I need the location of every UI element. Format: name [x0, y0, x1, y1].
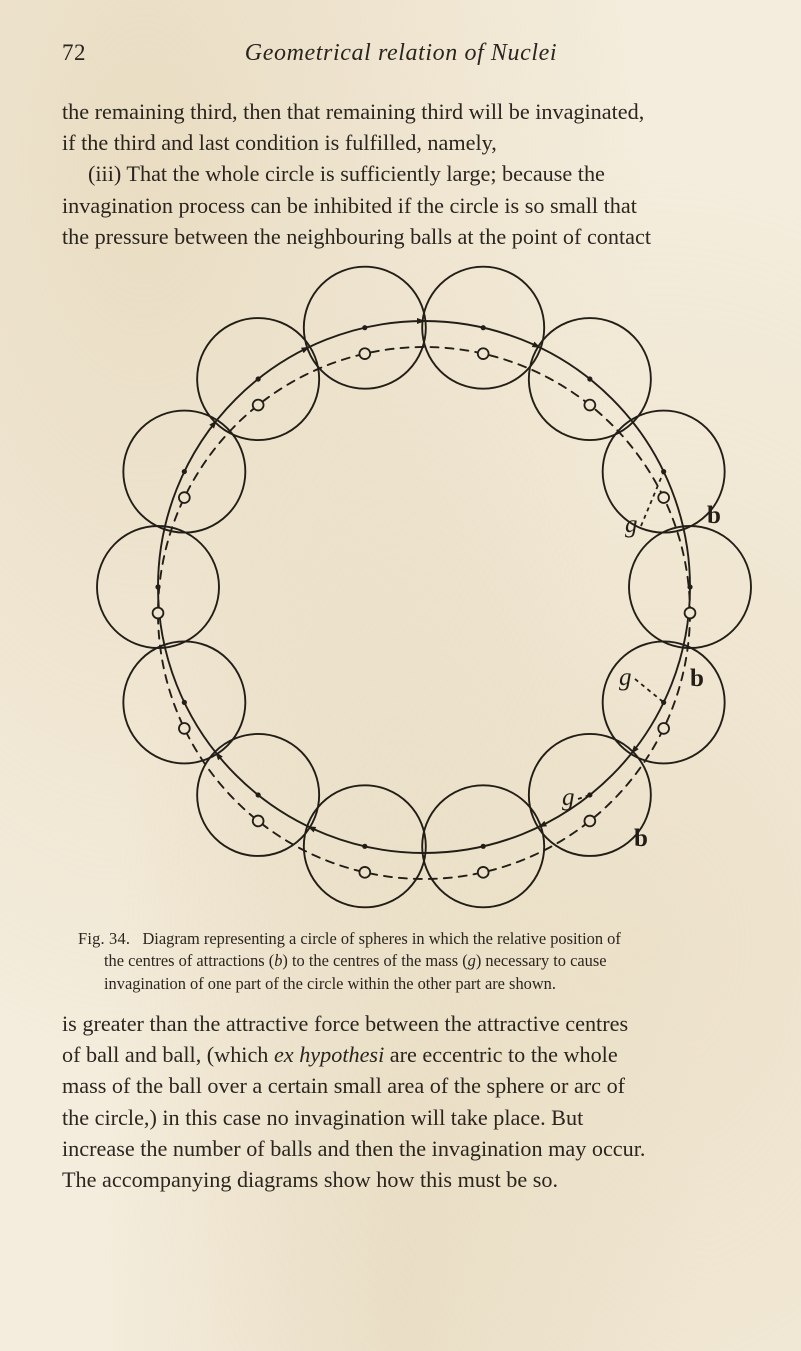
- sphere: [601, 640, 726, 765]
- mass-centre-dot: [255, 792, 261, 798]
- latin-phrase: ex hypothesi: [273, 1042, 385, 1068]
- attraction-centre-ring: [657, 722, 670, 735]
- body-text: of ball and ball, (which: [62, 1042, 274, 1068]
- attraction-centre-ring: [683, 606, 697, 620]
- body-line: is greater than the attractive force bet…: [62, 1011, 629, 1036]
- sphere: [122, 409, 247, 534]
- diagram-svg: g b g b g b: [96, 265, 752, 909]
- arrow-markers: [209, 318, 639, 833]
- body-line: invagination process can be inhibited if…: [62, 192, 637, 218]
- attraction-centre-ring: [358, 347, 372, 360]
- leader-line: [634, 678, 665, 704]
- body-line: if the third and last condition is fulfi…: [62, 130, 497, 156]
- mass-centre-dot: [687, 584, 693, 590]
- mass-centre-dot: [181, 468, 187, 475]
- arrow-tick: [209, 420, 217, 429]
- leader-line: [640, 471, 665, 527]
- attraction-centre-ring: [251, 398, 265, 412]
- caption-symbol-g: g: [467, 951, 476, 971]
- arrow-tick: [631, 745, 639, 754]
- caption-text: the centres of attractions (: [104, 951, 275, 971]
- mass-centre-dot: [181, 699, 187, 706]
- sphere: [421, 265, 546, 390]
- attraction-centre-ring: [251, 814, 265, 828]
- caption-line-3: invagination of one part of the circle w…: [104, 973, 556, 993]
- arrow-tick: [417, 318, 426, 324]
- arrow-tick: [531, 341, 541, 348]
- sphere: [196, 317, 321, 441]
- sphere: [421, 784, 546, 909]
- attraction-centre-circle: [157, 346, 691, 880]
- label-g: g: [619, 664, 632, 691]
- caption-text: Diagram representing a circle of spheres…: [142, 929, 621, 948]
- mass-centre-dot: [587, 376, 593, 382]
- mass-centre-dot: [480, 843, 486, 849]
- page-number: 72: [62, 40, 86, 65]
- label-b: b: [634, 825, 648, 852]
- body-line-item-iii: (iii) That the whole circle is sufficien…: [88, 161, 605, 187]
- body-line: The accompanying diagrams show how this …: [62, 1167, 559, 1193]
- label-g: g: [625, 511, 638, 538]
- attraction-centre-ring: [583, 398, 597, 412]
- leader-line: [577, 794, 591, 800]
- body-line: the remaining third, then that remaining…: [62, 99, 645, 124]
- arrow-tick: [538, 820, 547, 828]
- body-line: mass of the ball over a certain small ar…: [62, 1073, 626, 1099]
- body-text: are eccentric to the whole: [384, 1042, 618, 1068]
- body-line: increase the number of balls and then th…: [62, 1135, 646, 1161]
- caption-text: ) to the centres of the mass (: [282, 951, 468, 971]
- label-g: g: [562, 784, 575, 811]
- mass-centre-dot: [362, 843, 368, 849]
- arrow-tick: [215, 751, 223, 761]
- body-line: the circle,) in this case no invaginatio…: [62, 1104, 584, 1130]
- sphere-group: [96, 265, 752, 909]
- figure-34: g b g b g b: [0, 228, 801, 928]
- mass-centre-dot: [255, 376, 261, 382]
- caption-text: ) necessary to cause: [475, 951, 607, 971]
- attraction-centre-ring: [657, 491, 670, 504]
- mass-centre-markers: [155, 325, 693, 849]
- body-line: the pressure between the neighbouring ba…: [62, 223, 652, 249]
- arrow-tick: [301, 346, 310, 354]
- attraction-centre-ring: [476, 866, 490, 879]
- sphere: [527, 733, 652, 857]
- caption-line-2: the centres of attractions (b) to the ce…: [78, 950, 726, 972]
- figure-number: Fig. 34.: [78, 929, 131, 948]
- arrow-tick: [307, 826, 317, 833]
- figure-caption: Fig. 34. Diagram representing a circle o…: [78, 928, 726, 995]
- mass-centre-dot: [362, 325, 368, 331]
- attraction-centre-ring: [583, 814, 597, 828]
- body-line: of ball and ball, (which ex hypothesi ar…: [62, 1039, 742, 1070]
- mass-centre-dot: [480, 325, 486, 331]
- sphere: [302, 784, 427, 909]
- caption-line-1: Fig. 34. Diagram representing a circle o…: [78, 928, 726, 950]
- attraction-centre-ring: [178, 491, 191, 504]
- attraction-centre-markers: [151, 347, 697, 879]
- attraction-centre-ring: [151, 606, 165, 620]
- sphere: [302, 265, 427, 390]
- attraction-centre-ring: [358, 866, 372, 879]
- label-b: b: [707, 502, 721, 529]
- figure-labels: g b g b g b: [562, 471, 721, 852]
- label-b: b: [690, 665, 704, 692]
- body-text-bottom: is greater than the attractive force bet…: [62, 1008, 742, 1195]
- running-title: Geometrical relation of Nuclei: [244, 40, 558, 66]
- sphere: [196, 733, 321, 857]
- attraction-centre-ring: [476, 347, 490, 360]
- mass-centre-dot: [155, 584, 161, 590]
- body-text-top: the remaining third, then that remaining…: [62, 96, 742, 252]
- attraction-centre-ring: [178, 722, 191, 735]
- running-head: 72 Geometrical relation of Nuclei: [62, 40, 740, 70]
- mass-centre-circle: [157, 320, 691, 854]
- caption-symbol-b: b: [274, 951, 283, 971]
- sphere: [527, 317, 652, 441]
